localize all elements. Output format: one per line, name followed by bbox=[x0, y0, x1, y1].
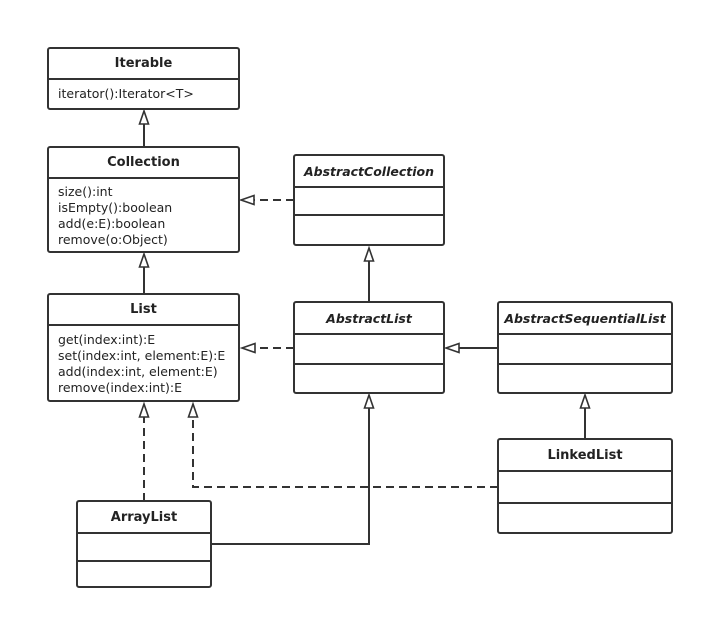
class-abstract-sequential-list-name: AbstractSequentialList bbox=[499, 303, 671, 335]
method: add(e:E):boolean bbox=[58, 216, 166, 231]
method: add(index:int, element:E) bbox=[58, 364, 218, 379]
class-array-list-name: ArrayList bbox=[78, 502, 210, 534]
class-list: List get(index:int):E set(index:int, ele… bbox=[47, 293, 240, 402]
class-abstract-list: AbstractList bbox=[293, 301, 445, 394]
class-linked-list: LinkedList bbox=[497, 438, 673, 534]
method: remove(index:int):E bbox=[58, 380, 183, 395]
class-iterable-methods: iterator():Iterator<T> bbox=[49, 80, 238, 104]
class-linked-list-name: LinkedList bbox=[499, 440, 671, 472]
class-iterable-name: Iterable bbox=[49, 49, 238, 80]
arrowhead-collection bbox=[138, 251, 150, 268]
arrowhead-collection-left bbox=[238, 194, 255, 206]
class-abstract-sequential-list-attributes bbox=[499, 335, 671, 365]
class-list-methods: get(index:int):E set(index:int, element:… bbox=[49, 326, 238, 398]
arrowhead-abstractlist-right bbox=[443, 342, 460, 354]
arrowhead-list-left bbox=[239, 342, 256, 354]
class-array-list: ArrayList bbox=[76, 500, 212, 588]
class-array-list-attributes bbox=[78, 534, 210, 562]
class-abstract-collection: AbstractCollection bbox=[293, 154, 445, 246]
class-list-name: List bbox=[49, 295, 238, 326]
method: size():int bbox=[58, 184, 113, 199]
arrowhead-abstractsequentiallist bbox=[579, 392, 591, 409]
arrowhead-iterable bbox=[138, 108, 150, 125]
class-linked-list-attributes bbox=[499, 472, 671, 504]
class-abstract-collection-name: AbstractCollection bbox=[295, 156, 443, 188]
arrowhead-list-bottom-left bbox=[138, 401, 150, 418]
method: set(index:int, element:E):E bbox=[58, 348, 226, 363]
class-collection-methods: size():int isEmpty():boolean add(e:E):bo… bbox=[49, 179, 238, 250]
edge-linkedlist-list bbox=[192, 417, 498, 488]
class-iterable: Iterable iterator():Iterator<T> bbox=[47, 47, 240, 110]
class-collection: Collection size():int isEmpty():boolean … bbox=[47, 146, 240, 253]
class-abstract-list-name: AbstractList bbox=[295, 303, 443, 335]
class-abstract-sequential-list: AbstractSequentialList bbox=[497, 301, 673, 394]
class-collection-name: Collection bbox=[49, 148, 238, 179]
method: iterator():Iterator<T> bbox=[58, 86, 194, 101]
arrowhead-list-bottom-right bbox=[187, 401, 199, 418]
edge-arraylist-abstractlist bbox=[211, 408, 370, 545]
method: remove(o:Object) bbox=[58, 232, 168, 247]
method: get(index:int):E bbox=[58, 332, 156, 347]
arrowhead-abstractlist-bottom bbox=[363, 392, 375, 409]
method: isEmpty():boolean bbox=[58, 200, 173, 215]
arrowhead-abstractcollection bbox=[363, 245, 375, 262]
class-abstract-collection-attributes bbox=[295, 188, 443, 216]
class-abstract-list-attributes bbox=[295, 335, 443, 365]
